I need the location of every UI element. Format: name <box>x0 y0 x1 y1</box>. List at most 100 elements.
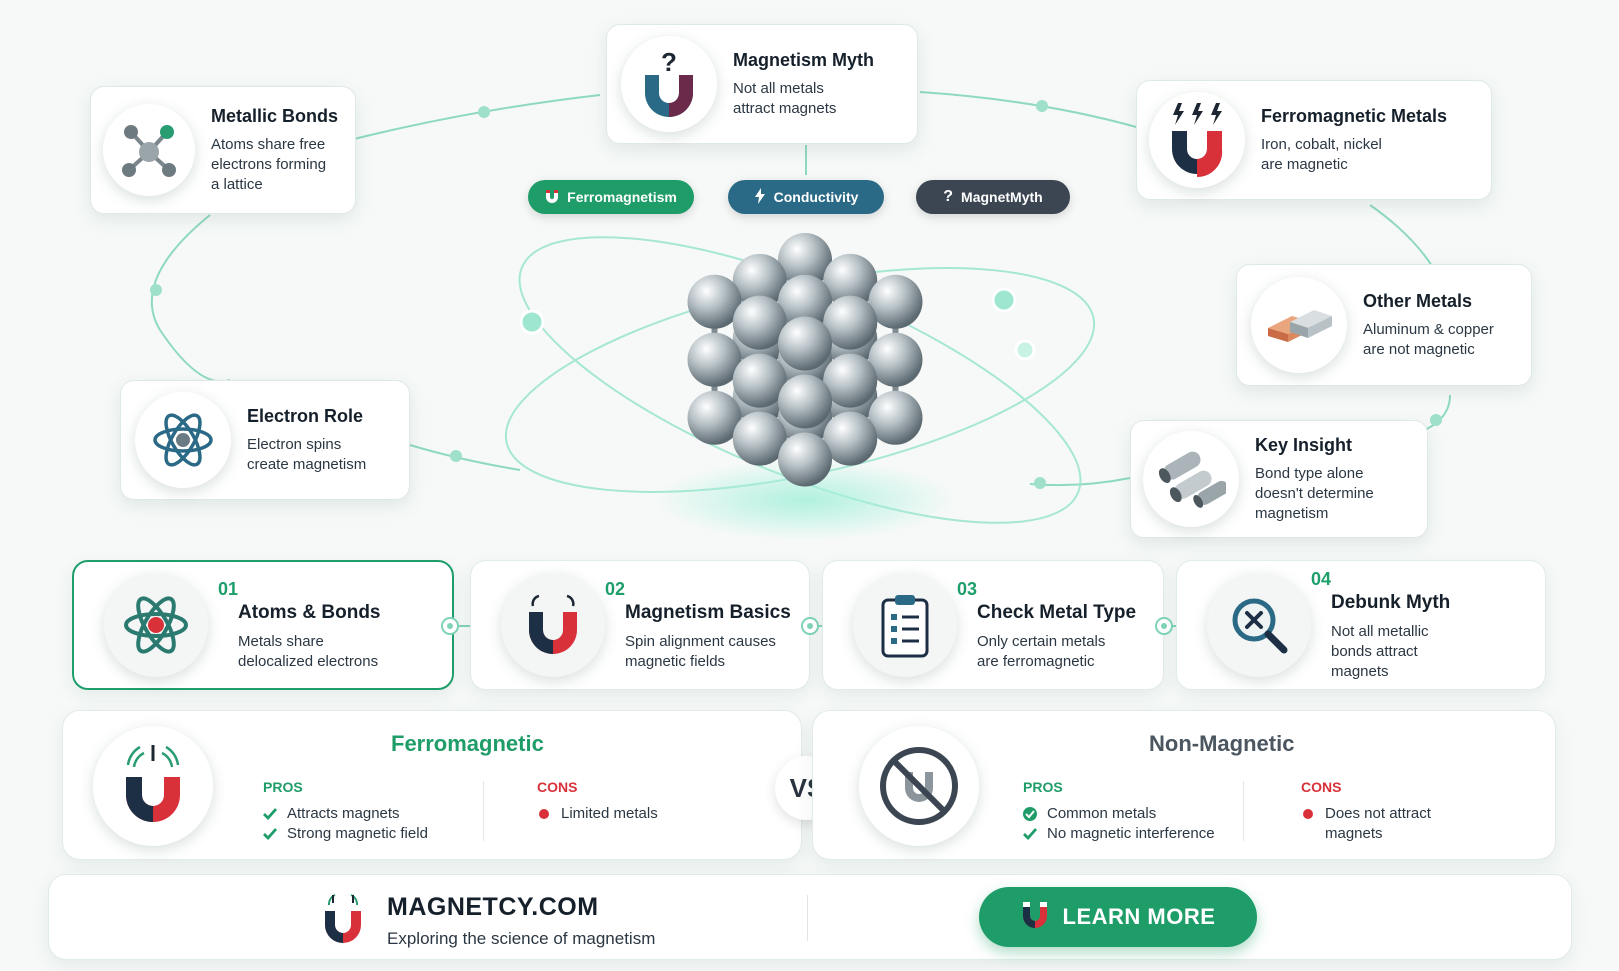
dot-icon <box>1301 807 1315 821</box>
pipes-icon <box>1143 431 1239 527</box>
card-ferromagnetic-metals: Ferromagnetic Metals Iron, cobalt, nicke… <box>1136 80 1492 200</box>
step-desc: Not all metallic bonds attract magnets <box>1331 622 1429 680</box>
lattice-atom <box>687 274 742 329</box>
nonmag-pro-text: Common metals <box>1047 805 1157 822</box>
check-icon <box>1023 827 1037 841</box>
metallic-bonds-title: Metallic Bonds <box>211 105 339 126</box>
card-key-insight: Key Insight Bond type alone doesn't dete… <box>1130 420 1428 538</box>
lattice-atom <box>868 332 923 387</box>
compare-ferromagnetic: Ferromagnetic PROS Attracts magnets Stro… <box>62 710 802 860</box>
lattice-atom <box>778 233 832 287</box>
magnet-icon <box>1021 898 1049 936</box>
step-check-metal-type[interactable]: 03 Check Metal Type Only certain metals … <box>822 560 1164 690</box>
card-electron-role: Electron Role Electron spins create magn… <box>120 380 410 500</box>
step-number: 01 <box>218 578 239 599</box>
ferromagnetic-metals-desc: Iron, cobalt, nickel are magnetic <box>1261 135 1382 173</box>
lattice-atom <box>778 274 832 329</box>
nonmag-pro-item: No magnetic interference <box>1023 825 1215 842</box>
lattice-atom <box>732 353 787 408</box>
ferro-pro-item: Attracts magnets <box>263 805 400 822</box>
lattice-atom <box>732 295 787 350</box>
pill-ferromagnetism-label: Ferromagnetism <box>567 189 677 205</box>
nonmag-con-text: magnets <box>1325 825 1383 842</box>
step-number: 04 <box>1311 568 1332 589</box>
brand-tagline: Exploring the science of magnetism <box>387 929 656 948</box>
atom-icon <box>135 392 231 488</box>
ferro-con-text: Limited metals <box>561 805 658 822</box>
magnet-question-icon: ? <box>621 36 717 132</box>
no-magnet-icon <box>859 726 979 846</box>
ferromagnetic-title: Ferromagnetic <box>391 731 544 756</box>
lattice-atom <box>687 332 742 387</box>
molecule-icon <box>103 104 195 196</box>
lightning-icon <box>754 187 766 207</box>
learn-more-button[interactable]: LEARN MORE <box>979 887 1257 947</box>
pill-magnetmyth[interactable]: ? MagnetMyth <box>916 180 1070 214</box>
card-other-metals: Other Metals Aluminum & copper are not m… <box>1236 264 1532 386</box>
pill-conductivity-label: Conductivity <box>773 189 859 205</box>
key-insight-title: Key Insight <box>1255 434 1353 455</box>
learn-more-label: LEARN MORE <box>1062 904 1216 929</box>
magnifier-x-icon <box>1207 573 1311 677</box>
magnet-icon <box>501 573 605 677</box>
atom-icon <box>104 573 208 677</box>
compare-non-magnetic: Non-Magnetic PROS Common metals No magne… <box>812 710 1556 860</box>
footer-divider <box>807 895 808 941</box>
brand-name[interactable]: MAGNETCY.COM <box>387 893 599 921</box>
nonmag-pros-label: PROS <box>1023 779 1063 795</box>
step-number: 03 <box>957 578 978 599</box>
step-title: Magnetism Basics <box>625 601 791 623</box>
magnetism-myth-desc: Not all metals attract magnets <box>733 79 837 117</box>
divider <box>1243 781 1244 841</box>
card-metallic-bonds: Metallic Bonds Atoms share free electron… <box>90 86 356 214</box>
dot-icon <box>537 807 551 821</box>
step-title: Atoms & Bonds <box>238 601 381 623</box>
lattice-atom <box>868 390 923 445</box>
magnet-field-icon <box>93 726 213 846</box>
pill-magnetmyth-label: MagnetMyth <box>961 189 1043 205</box>
step-atoms-bonds[interactable]: 01 Atoms & Bonds Metals share delocalize… <box>72 560 454 690</box>
lattice-atom <box>687 390 742 445</box>
ingot-icon <box>1251 277 1347 373</box>
lattice-atom <box>823 411 878 466</box>
non-magnetic-title: Non-Magnetic <box>1149 731 1295 756</box>
pill-ferromagnetism[interactable]: Ferromagnetism <box>528 180 694 214</box>
step-desc: Spin alignment causes magnetic fields <box>625 632 776 670</box>
step-number: 02 <box>605 578 626 599</box>
nonmag-cons-label: CONS <box>1301 779 1342 795</box>
pill-conductivity[interactable]: Conductivity <box>728 180 884 214</box>
ferro-cons-label: CONS <box>537 779 578 795</box>
other-metals-desc: Aluminum & copper are not magnetic <box>1363 320 1494 358</box>
lattice-atom <box>823 295 878 350</box>
lattice-atom <box>778 316 832 371</box>
step-debunk-myth[interactable]: 04 Debunk Myth Not all metallic bonds at… <box>1176 560 1546 690</box>
step-title: Check Metal Type <box>977 601 1137 623</box>
check-icon <box>263 807 277 821</box>
ferro-pro-item: Strong magnetic field <box>263 825 428 842</box>
brand-magnet-icon <box>321 891 365 952</box>
ferro-pro-text: Strong magnetic field <box>287 825 428 842</box>
clipboard-icon <box>853 573 957 677</box>
magnet-icon <box>545 188 559 207</box>
electron-role-desc: Electron spins create magnetism <box>247 435 367 473</box>
lattice-atom <box>778 432 832 487</box>
nonmag-pro-item: Common metals <box>1023 805 1156 822</box>
lattice-atom <box>778 374 832 429</box>
lattice-atom <box>823 353 878 408</box>
ferro-pros-label: PROS <box>263 779 303 795</box>
svg-text:?: ? <box>661 49 677 77</box>
lattice-atom <box>823 253 878 308</box>
electron-role-title: Electron Role <box>247 405 364 426</box>
check-icon <box>1023 806 1037 821</box>
divider <box>483 781 484 841</box>
step-magnetism-basics[interactable]: 02 Magnetism Basics Spin alignment cause… <box>470 560 810 690</box>
step-desc: Metals share delocalized electrons <box>238 632 379 670</box>
check-icon <box>263 827 277 841</box>
nonmag-con-text: Does not attract <box>1325 805 1431 822</box>
nonmag-con-item: magnets <box>1325 825 1383 842</box>
nonmag-pro-text: No magnetic interference <box>1047 825 1215 842</box>
ferro-pro-text: Attracts magnets <box>287 805 400 822</box>
question-icon: ? <box>943 188 954 205</box>
